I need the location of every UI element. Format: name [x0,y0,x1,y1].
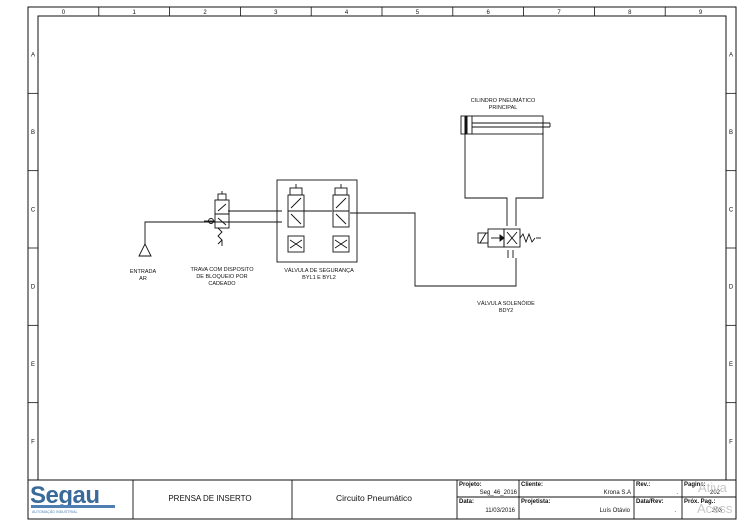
drawing-frame [27,6,737,520]
page-value: 202 [710,490,721,496]
designer-value: Luís Otávio [600,508,631,514]
watermark-line2: Acess [697,501,733,516]
lockout-label-line1: TRAVA COM DISPOSITO [191,267,255,273]
label-safety-valve: VÁLVULA DE SEGURANÇA BYL1 E BYL2 [284,267,354,281]
column-label-6: 6 [487,10,491,16]
designer-label: Projetista: [521,499,550,505]
client-value: Krona S.A [604,490,631,496]
project-value: Seg_46_2016 [480,490,518,496]
air-inlet-symbol [138,242,152,257]
page-label: Pagina: [684,482,706,488]
safety-valve-enclosure [276,179,358,263]
project-label: Projeto: [459,482,482,488]
column-label-2: 2 [203,10,207,16]
row-label-right-E: E [729,362,733,368]
column-label-9: 9 [699,10,703,16]
drawing-title: PRENSA DE INSERTO [168,494,251,503]
watermark-line1: Ativa [698,480,728,495]
row-label-right-A: A [729,53,733,59]
date-label: Data: [459,499,474,505]
row-label-right-B: B [729,130,733,136]
safety-valve-byl1 [287,184,305,253]
inlet-label-line1: ENTRADA [130,269,157,275]
row-labels: A A B B C C D D E E F F [31,53,734,446]
pneumatic-lines [144,132,544,287]
title-block: Segau AUTOMAÇÃO INDUSTRIAL PRENSA DE INS… [28,479,736,519]
safety-label-line1: VÁLVULA DE SEGURANÇA [284,267,354,274]
label-solenoid-valve: VÁLVULA SOLENÓIDE BDY2 [477,300,535,314]
safety-valve-group [276,179,358,263]
label-lockout-valve: TRAVA COM DISPOSITO DE BLOQUEIO POR CADE… [191,267,255,287]
pneumatic-cylinder-symbol [460,115,551,135]
inlet-label-line2: AR [139,276,147,282]
cylinder-label-line2: PRINCIPAL [489,105,518,111]
row-label-right-D: D [729,285,734,291]
rev-date-value: . [674,508,676,514]
column-label-0: 0 [62,10,66,16]
rev-label: Rev.: [636,482,650,488]
solenoid-to-cylinder-left [464,132,508,226]
row-label-left-D: D [31,285,36,291]
column-label-4: 4 [345,10,349,16]
column-label-1: 1 [133,10,137,16]
row-label-left-A: A [31,53,35,59]
grid-ticks [28,7,736,404]
next-page-label: Próx. Pag.: [684,499,715,505]
date-value: 11/03/2016 [485,508,515,514]
row-label-right-C: C [729,207,734,213]
lockout-valve-symbol [204,191,230,246]
row-label-left-E: E [31,362,35,368]
safety-label-line2: BYL1 E BYL2 [302,275,336,281]
logo-wordmark: Segau [30,482,100,509]
cylinder-label-line1: CILINDRO PNEUMÁTICO [471,97,536,104]
client-label: Cliente: [521,482,543,488]
column-label-8: 8 [628,10,632,16]
label-cylinder: CILINDRO PNEUMÁTICO PRINCIPAL [471,97,536,111]
activation-watermark: Ativa Acess [697,480,733,516]
column-label-5: 5 [416,10,420,16]
safety-valve-byl2 [332,184,350,253]
safety-to-solenoid-line [350,212,517,287]
lockout-label-line3: CADEADO [208,281,236,287]
solenoid-valve-symbol [477,228,541,248]
drawing-subject: Circuito Pneumático [336,493,412,503]
solenoid-label-line2: BDY2 [499,308,513,314]
rev-date-label: Data/Rev: [636,499,664,505]
company-logo: Segau AUTOMAÇÃO INDUSTRIAL [30,482,115,514]
logo-tagline: AUTOMAÇÃO INDUSTRIAL [32,509,77,514]
next-page-value: 203 [712,508,723,514]
column-labels: 0 1 2 3 4 5 6 7 8 9 [62,10,703,16]
rev-value: . [676,490,678,496]
solenoid-label-line1: VÁLVULA SOLENÓIDE [477,300,535,307]
row-label-left-C: C [31,207,36,213]
lockout-label-line2: DE BLOQUEIO POR [196,274,247,280]
row-label-left-F: F [31,439,35,445]
supply-line [144,221,282,244]
row-label-left-B: B [31,130,35,136]
column-label-7: 7 [557,10,561,16]
column-label-3: 3 [274,10,278,16]
row-label-right-F: F [729,439,733,445]
solenoid-to-cylinder-right [515,132,544,226]
label-air-inlet: ENTRADA AR [130,269,157,282]
